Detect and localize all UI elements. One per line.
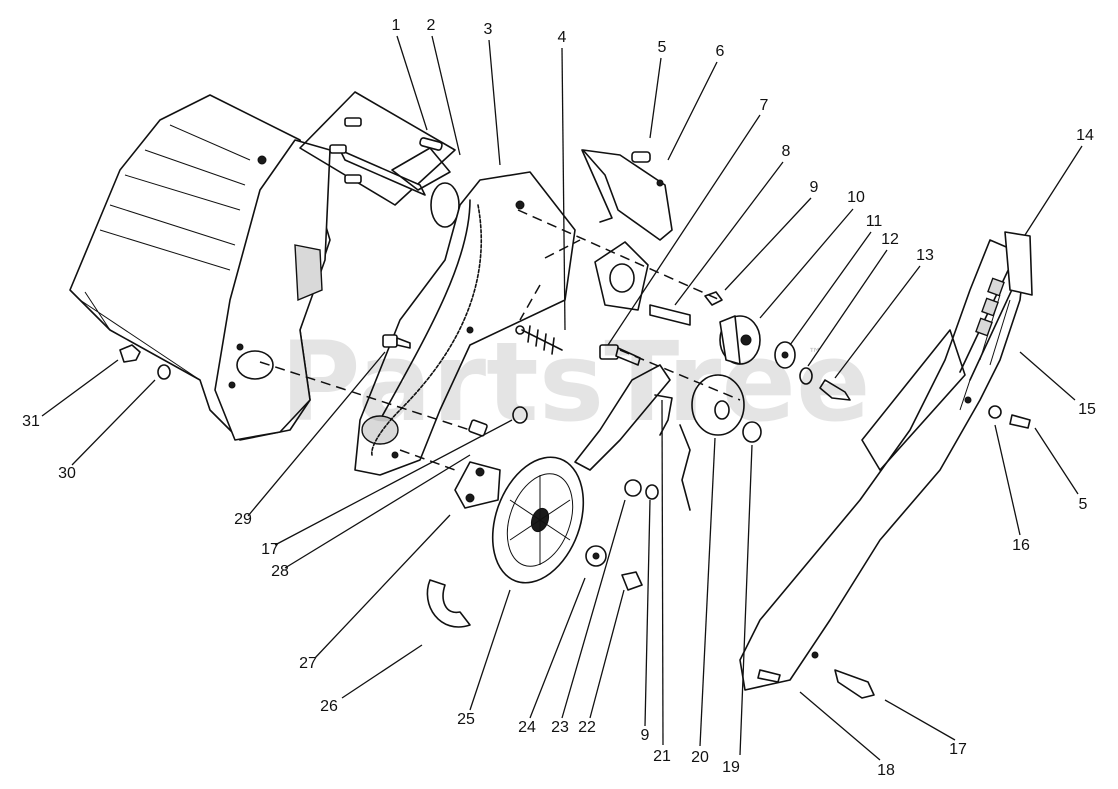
callout-10: 10 bbox=[847, 189, 865, 206]
nut-19 bbox=[742, 421, 762, 443]
washer-17-inner bbox=[512, 406, 528, 424]
chain-link-28 bbox=[454, 461, 501, 509]
washer-23-nut-22 bbox=[624, 479, 659, 500]
callout-5-right: 5 bbox=[1079, 496, 1088, 513]
callout-5-top: 5 bbox=[658, 39, 667, 56]
callout-18: 18 bbox=[877, 762, 895, 779]
callout-2: 2 bbox=[427, 17, 436, 34]
bolt-29 bbox=[382, 334, 411, 349]
washer-24 bbox=[585, 545, 607, 567]
callout-23: 23 bbox=[551, 719, 569, 736]
callout-22: 22 bbox=[578, 719, 596, 736]
callout-19: 19 bbox=[722, 759, 740, 776]
nut-22 bbox=[621, 571, 643, 591]
callout-labels: 1 2 3 4 5 6 7 8 9 10 11 12 13 14 15 5 16… bbox=[22, 17, 1096, 779]
callout-4: 4 bbox=[558, 29, 567, 46]
callout-3: 3 bbox=[484, 21, 493, 38]
washer-16 bbox=[988, 405, 1002, 419]
bolt-13 bbox=[819, 379, 851, 401]
pulley-20 bbox=[691, 374, 745, 436]
idler-arm-21 bbox=[574, 364, 691, 511]
watermark-text: PartsTree bbox=[280, 318, 871, 446]
bolt-5-right bbox=[1009, 414, 1031, 429]
idler-pulley-10 bbox=[719, 315, 761, 365]
callout-1: 1 bbox=[392, 17, 401, 34]
belt-segment-26 bbox=[426, 579, 471, 628]
leader-lines bbox=[41, 35, 1083, 761]
callout-26: 26 bbox=[320, 698, 338, 715]
callout-21: 21 bbox=[653, 748, 671, 765]
bolt-17-right bbox=[834, 669, 875, 699]
washer-11 bbox=[774, 341, 796, 369]
bolt-18 bbox=[757, 669, 781, 683]
callout-31: 31 bbox=[22, 413, 40, 430]
nut-31 bbox=[119, 344, 141, 363]
callout-13: 13 bbox=[916, 247, 934, 264]
callout-9-top: 9 bbox=[810, 179, 819, 196]
callout-24: 24 bbox=[518, 719, 536, 736]
callout-9-bottom: 9 bbox=[641, 727, 650, 744]
flange-bearing bbox=[594, 241, 691, 326]
callout-17-right: 17 bbox=[949, 741, 967, 758]
callout-17-left: 17 bbox=[261, 541, 279, 558]
assembly-axes bbox=[259, 209, 741, 471]
drive-pulley-25 bbox=[491, 456, 585, 584]
callout-11: 11 bbox=[866, 213, 883, 230]
callout-28: 28 bbox=[271, 563, 289, 580]
callout-14: 14 bbox=[1076, 127, 1094, 144]
callout-6: 6 bbox=[716, 43, 725, 60]
callout-16: 16 bbox=[1012, 537, 1030, 554]
shaft-inset bbox=[299, 91, 460, 228]
callout-29: 29 bbox=[234, 511, 252, 528]
callout-8: 8 bbox=[782, 143, 791, 160]
callout-20: 20 bbox=[691, 749, 709, 766]
callout-27: 27 bbox=[299, 655, 317, 672]
bracket-6 bbox=[581, 149, 673, 241]
callout-12: 12 bbox=[881, 231, 899, 248]
belt-cover bbox=[739, 231, 1033, 691]
bolt-17-inner bbox=[468, 419, 488, 437]
washer-30 bbox=[157, 364, 171, 380]
bolt-7 bbox=[599, 344, 641, 366]
gear-case-plate bbox=[354, 171, 576, 476]
frame-housing bbox=[69, 94, 331, 441]
nut-9 bbox=[704, 291, 723, 306]
callout-7: 7 bbox=[760, 97, 769, 114]
watermark: PartsTree ™ bbox=[280, 318, 871, 446]
callout-15: 15 bbox=[1078, 401, 1096, 418]
callout-25: 25 bbox=[457, 711, 475, 728]
callout-30: 30 bbox=[58, 465, 76, 482]
spring-4 bbox=[515, 325, 563, 355]
washer-12 bbox=[799, 367, 813, 385]
